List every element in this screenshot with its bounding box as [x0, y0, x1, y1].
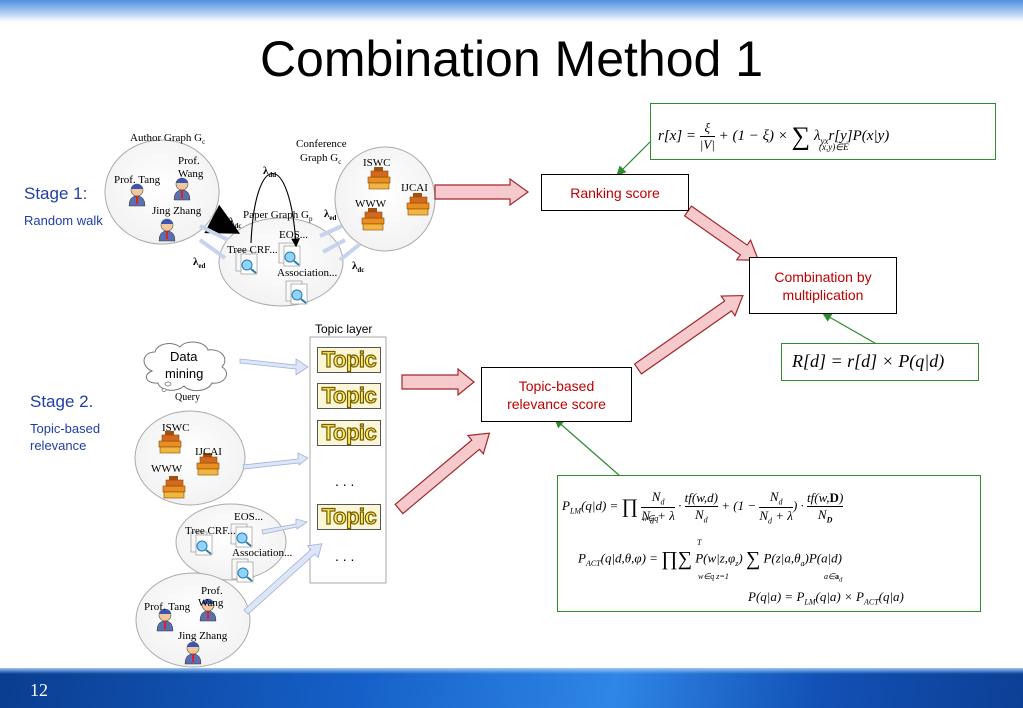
combination-line-1: Combination by: [774, 268, 872, 285]
footer-glow: [0, 668, 1023, 674]
stage2-conference-ellipse: [134, 410, 246, 506]
prof-wang-label-2: Wang: [178, 168, 204, 180]
formula-combine-box: R[d] = r[d] × P(q|d): [781, 343, 979, 381]
author-graph-ellipse: [104, 139, 220, 245]
eos-label: EOS...: [279, 229, 309, 241]
topic-box-2: Topic: [317, 382, 381, 409]
topic-to-relevance-arrow: [401, 367, 475, 397]
formula-rank-connector: [616, 141, 651, 176]
stage2-subtitle-line2: relevance: [30, 438, 87, 453]
stage2-author-ellipse: [135, 572, 251, 668]
combination-line-2: multiplication: [782, 286, 864, 303]
ijcai-label: IJCAI: [401, 182, 428, 194]
stage2-association-label: Association...: [232, 547, 293, 559]
formula-rank: r[x] = ξ|V| + (1 − ξ) × ∑ λyxr[y]P(x|y): [658, 120, 890, 152]
stage2-prof-tang-label: Prof. Tang: [144, 601, 191, 613]
stage2-iswc-label: ISWC: [162, 422, 190, 434]
footer-band: [0, 668, 1023, 708]
paper-graph-label: Paper Graph Gp: [243, 209, 313, 224]
iswc-label: ISWC: [363, 157, 391, 169]
formula-combine-connector: [821, 312, 881, 347]
topic-relevance-line-2: relevance score: [507, 395, 606, 412]
topic-layer-label: Topic layer: [315, 322, 373, 336]
lambda-dc-label-1: λdc: [229, 216, 242, 231]
topic-relevance-line-1: Topic-based: [518, 377, 595, 394]
stage2-ijcai-label: IJCAI: [195, 446, 222, 458]
author-graph-label: Author Graph Gc: [130, 132, 206, 147]
www-label: WWW: [355, 198, 387, 210]
stage2-prof-wang-label-2: Wang: [198, 597, 224, 609]
prof-tang-label: Prof. Tang: [114, 174, 161, 186]
topic-layer-panel: [309, 336, 387, 584]
topic-box-4: Topic: [317, 503, 381, 530]
stage1-title: Stage 1:: [24, 184, 88, 203]
lambda-dd-label: λdd: [263, 165, 277, 180]
data-mining-label-1: Data: [170, 349, 198, 364]
conference-topic-arrow: [242, 452, 309, 470]
top-gradient-band: [0, 0, 1023, 22]
lambda-dc-label-2: λdc: [352, 260, 365, 275]
lambda-ed-label-1: λed: [324, 208, 337, 223]
topic-dots-1: . . .: [335, 473, 355, 489]
stage2-eos-label: EOS...: [234, 511, 264, 523]
formula-rank-box: r[x] = ξ|V| + (1 − ξ) × ∑ λyxr[y]P(x|y) …: [650, 103, 996, 160]
topics-to-relevance-arrow: [394, 432, 491, 515]
topic-dots-2: . . .: [335, 548, 355, 564]
author-topic-arrow: [243, 543, 323, 615]
paper-topic-arrow: [261, 518, 308, 535]
page-number: 12: [30, 680, 48, 700]
conference-graph-label-2: Graph Gc: [300, 152, 342, 167]
formula-combine: R[d] = r[d] × P(q|d): [792, 351, 945, 371]
combination-box: Combination by multiplication: [749, 257, 897, 314]
conference-graph-label-1: Conference: [296, 138, 347, 150]
ranking-score-box: Ranking score: [541, 174, 689, 211]
formula-plm-connector: [554, 418, 621, 477]
topic-relevance-box: Topic-based relevance score: [481, 367, 632, 422]
author-paper-link: [204, 204, 241, 234]
query-topic-arrow: [239, 358, 309, 376]
query-label: Query: [175, 392, 200, 403]
formula-pqa: P(q|a) = PLM(q|a) × PACT(q|a): [748, 589, 904, 607]
stage2-www-label: WWW: [151, 463, 183, 475]
stage1-subtitle: Random walk: [24, 213, 103, 228]
stage2-prof-wang-label-1: Prof.: [201, 585, 223, 597]
stage1-to-ranking-arrow: [434, 177, 530, 207]
lambda-ed-label-2: λed: [193, 256, 206, 271]
stage2-jing-zhang-label: Jing Zhang: [178, 630, 228, 642]
prof-wang-label-1: Prof.: [178, 155, 200, 167]
topic-box-1: Topic: [317, 346, 381, 373]
slide-title: Combination Method 1: [259, 31, 764, 87]
data-mining-label-2: mining: [165, 366, 204, 381]
relevance-to-combination-arrow: [633, 294, 744, 375]
tree-crf-label: Tree CRF...: [227, 244, 278, 256]
lambda-dd-loop: [250, 173, 300, 248]
ranking-to-combination-arrow: [683, 205, 760, 261]
association-label: Association...: [277, 267, 338, 279]
stage2-subtitle-line1: Topic-based: [30, 421, 101, 436]
stage2-title: Stage 2.: [30, 392, 94, 411]
jing-zhang-label: Jing Zhang: [152, 205, 202, 217]
topic-box-3: Topic: [317, 419, 381, 446]
formula-pact: PACT(q|d,θ,φ) = ∏∑ P(w|z,φz) ∑ P(z|a,θa)…: [578, 548, 843, 570]
stage2-tree-crf-label: Tree CRF...: [185, 525, 236, 537]
